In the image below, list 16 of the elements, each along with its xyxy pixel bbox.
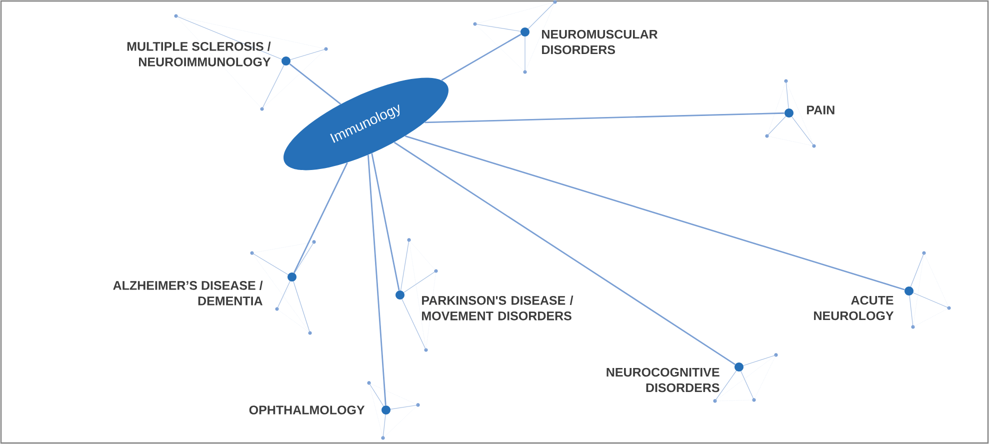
connector-line: [424, 112, 784, 124]
topic-label: OPHTHALMOLOGY: [249, 406, 365, 414]
connector-line: [371, 153, 400, 291]
connector-line: [367, 154, 386, 406]
connector-line: [293, 162, 348, 274]
topic-label: ALZHEIMER’S DISEASE / DEMENTIA: [113, 280, 263, 306]
topic-label: PAIN: [807, 106, 834, 114]
topic-label: NEUROCOGNITIVE DISORDERS: [606, 368, 720, 392]
topic-label: ACUTE NEUROLOGY: [814, 296, 894, 320]
topic-label: MULTIPLE SCLEROSIS / NEUROIMMUNOLOGY: [127, 42, 271, 66]
connector-line: [289, 63, 342, 105]
connector-line: [394, 142, 736, 365]
topic-label: PARKINSON'S DISEASE / MOVEMENT DISORDERS: [422, 296, 574, 320]
connector-line: [441, 34, 522, 81]
topic-label: NEUROMUSCULAR DISORDERS: [542, 30, 658, 54]
connector-line: [405, 135, 905, 290]
